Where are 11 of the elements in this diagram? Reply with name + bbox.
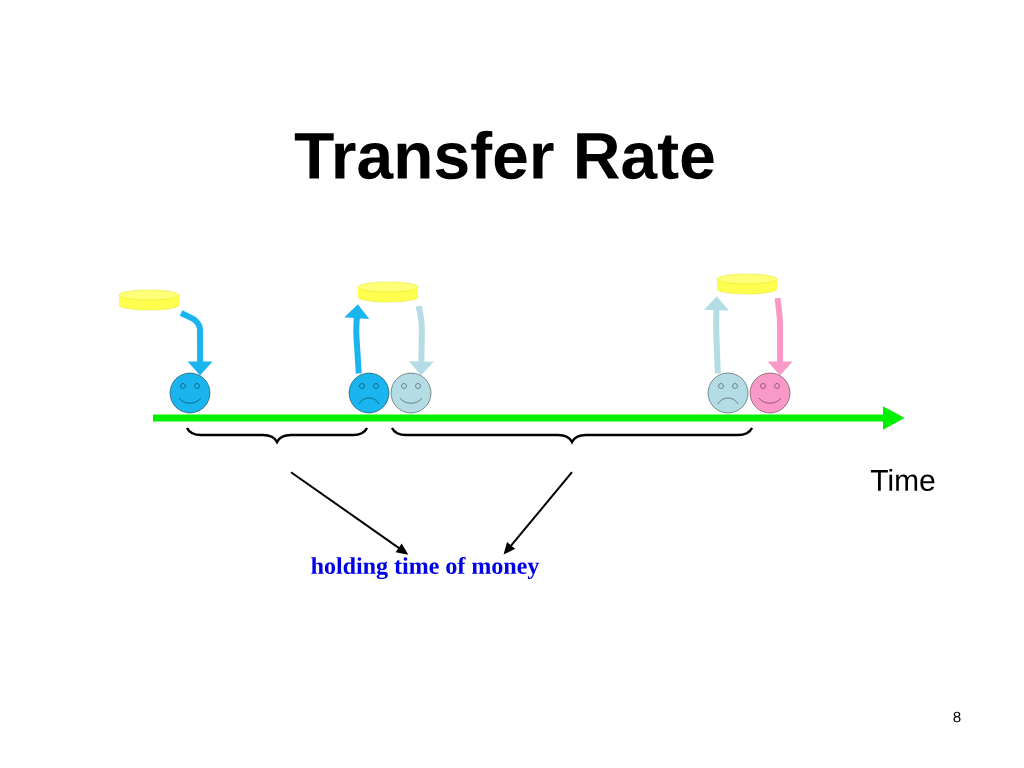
brace	[186, 427, 369, 444]
coin	[118, 289, 180, 311]
caption-text: holding time of money	[311, 556, 540, 580]
coin	[716, 273, 778, 295]
sad-face	[348, 372, 390, 414]
axis-label: Time	[870, 469, 935, 492]
brace	[391, 427, 753, 444]
page-number: 8	[953, 711, 961, 723]
coin	[357, 281, 419, 303]
sad-face	[707, 372, 749, 414]
title: Transfer Rate	[294, 130, 714, 180]
